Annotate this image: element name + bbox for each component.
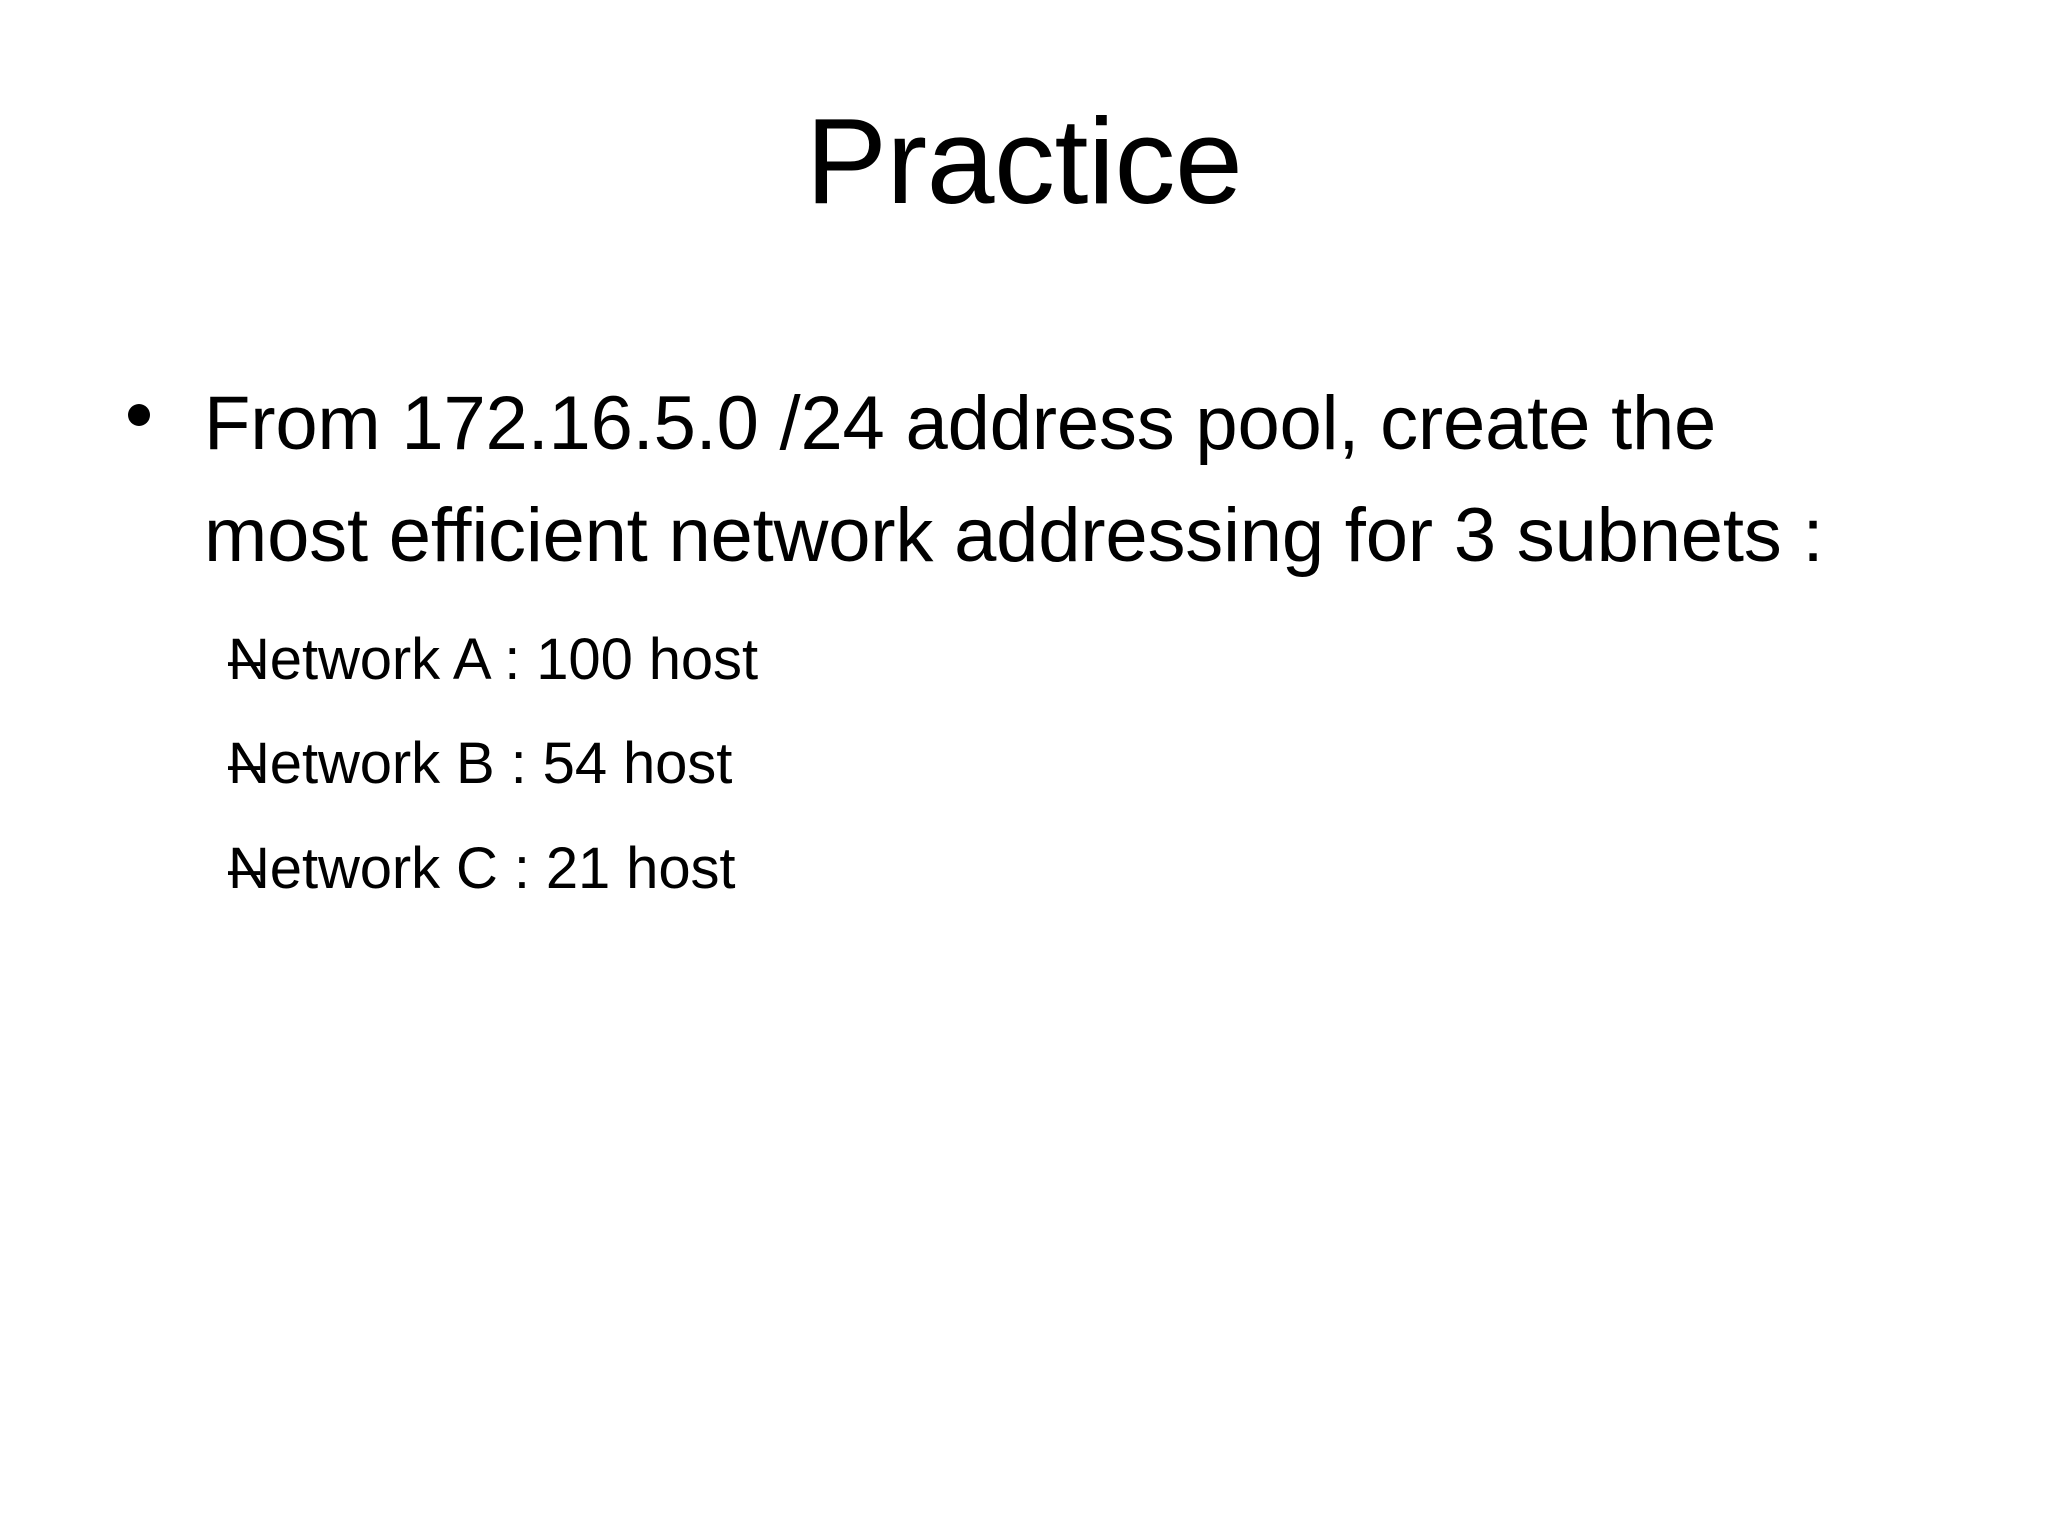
list-item: From 172.16.5.0 /24 address pool, create… [112,368,1952,593]
sub-bullet-network-b: Network B : 54 host [228,731,733,797]
sub-bullet-network-c: Network C : 21 host [228,835,736,901]
sub-bullet-network-a: Network A : 100 host [228,626,758,692]
sub-bullet-list: – Network A : 100 host – Network B : 54 … [112,619,1952,910]
list-item: – Network B : 54 host [112,723,1952,805]
page-title: Practice [805,93,1243,229]
list-item: – Network A : 100 host [112,619,1952,701]
bullet-level1-text: From 172.16.5.0 /24 address pool, create… [204,381,1824,579]
en-dash-icon: – [228,626,261,692]
slide-body-placeholder: From 172.16.5.0 /24 address pool, create… [112,368,1952,932]
slide-title-placeholder: Practice [0,93,2048,229]
en-dash-icon: – [228,731,261,797]
bullet-dot-icon [112,368,204,480]
en-dash-icon: – [228,835,261,901]
list-item: – Network C : 21 host [112,828,1952,910]
